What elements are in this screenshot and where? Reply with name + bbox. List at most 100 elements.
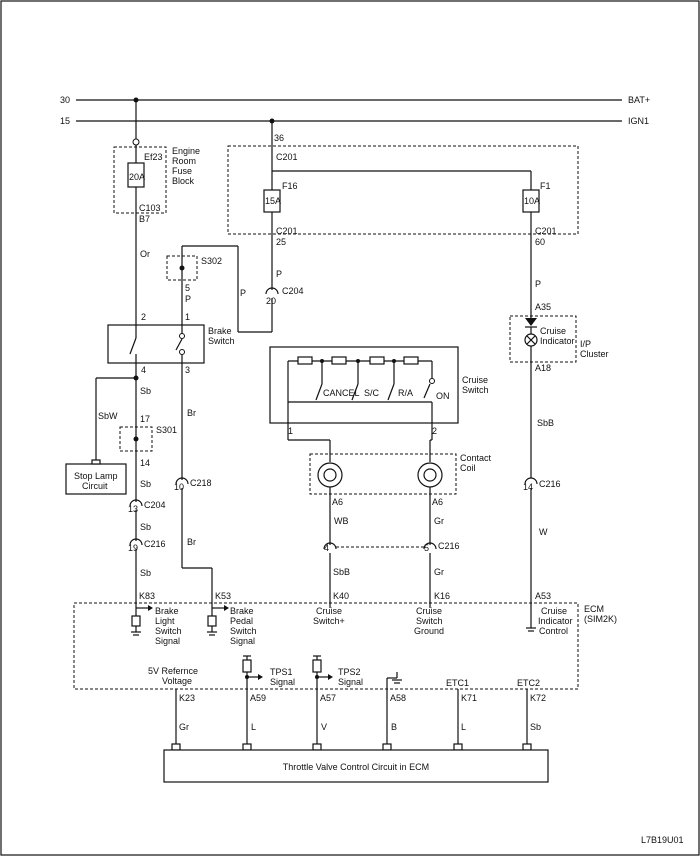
stop-lamp-label-2: Circuit xyxy=(82,481,108,491)
wire-w-label: W xyxy=(539,527,548,537)
coil-ring-inner xyxy=(323,468,337,482)
resistor xyxy=(369,356,385,365)
pin-10: 10 xyxy=(174,482,184,492)
arrow-icon xyxy=(148,605,153,611)
fuse-f16-amp: 15A xyxy=(265,196,281,206)
arrow-icon xyxy=(224,605,229,611)
wire-sbb2-label: SbB xyxy=(333,567,350,577)
k83-label: K83 xyxy=(139,591,155,601)
c216c-label: C216 xyxy=(438,541,460,551)
fuse-ef23-label: Ef23 xyxy=(144,152,163,162)
brake-pin-4: 4 xyxy=(141,365,146,375)
contact-coil-outline xyxy=(309,453,457,495)
brake-light-chain: Sb SbW 17 S301 14 Stop Lamp Circuit Sb 1… xyxy=(65,363,177,608)
k40-label: K40 xyxy=(333,591,349,601)
cruise-switch-label-2: Switch xyxy=(462,385,489,395)
engine-room-fuse-block: Ef23 20A Engine Room Fuse Block C103 B7 … xyxy=(113,100,200,325)
cruise-plus-1: Cruise xyxy=(316,606,342,616)
a58-label: A58 xyxy=(390,693,406,703)
etc2-label: ETC2 xyxy=(517,678,540,688)
wire-v-label: V xyxy=(321,722,327,732)
pin-20: 20 xyxy=(266,296,276,306)
brake-pedal-1: Brake xyxy=(230,606,254,616)
wire-p-left-label: P xyxy=(240,288,246,298)
tps1-1: TPS1 xyxy=(270,667,293,677)
c216b-label: C216 xyxy=(539,479,561,489)
fuse-block-label-2: Room xyxy=(172,156,196,166)
brake-pedal-chain: Br 10 C218 Br xyxy=(174,363,213,608)
tps2-2: Signal xyxy=(338,677,363,687)
pin-13: 13 xyxy=(128,504,138,514)
pin-14: 14 xyxy=(140,458,150,468)
fuse-block-outline xyxy=(113,146,167,214)
switch-blade xyxy=(315,383,323,401)
b7-label: B7 xyxy=(139,214,150,224)
wire-sb5-label: Sb xyxy=(530,722,541,732)
s301-label: S301 xyxy=(156,425,177,435)
connector-cup xyxy=(524,477,538,485)
s301-outline xyxy=(119,426,153,452)
ip-cluster-outline xyxy=(509,315,577,363)
terminal xyxy=(453,743,463,751)
ign-label: IGN1 xyxy=(628,116,649,126)
resistor xyxy=(331,356,347,365)
switch-contact xyxy=(179,349,185,355)
c204-connector: 20 C204 P xyxy=(182,245,304,333)
connector-cup xyxy=(129,499,143,507)
ip-cluster: A35 Cruise Indicator I/P Cluster A18 SbB… xyxy=(509,302,609,608)
c204a-label: C204 xyxy=(282,286,304,296)
ecm: ECM (SIM2K) K83 K53 K40 K16 A53 Brake Li… xyxy=(73,591,617,748)
resistor xyxy=(242,659,252,673)
k53-label: K53 xyxy=(215,591,231,601)
on-label: ON xyxy=(436,391,450,401)
wire-gr3-label: Gr xyxy=(179,722,189,732)
ecm-label-1: ECM xyxy=(584,604,604,614)
wire-or-label: Or xyxy=(140,249,150,259)
cluster-label-1: I/P xyxy=(580,339,591,349)
switch-contact xyxy=(429,378,435,384)
brake-switch-box xyxy=(107,324,205,364)
c201-right-label: C201 xyxy=(535,226,557,236)
indicator-label-1: Cruise xyxy=(540,326,566,336)
c201-left-label: C201 xyxy=(276,226,298,236)
cruise-ground-2: Switch xyxy=(416,616,443,626)
c218-label: C218 xyxy=(190,478,212,488)
a57-label: A57 xyxy=(320,693,336,703)
switch-contact xyxy=(179,333,185,339)
wire-wb-label: WB xyxy=(334,516,349,526)
junction-dot xyxy=(133,375,139,381)
pin-17: 17 xyxy=(140,414,150,424)
ip-fuse-outline xyxy=(227,145,579,235)
cruise-ground-1: Cruise xyxy=(416,606,442,616)
brake-pin-3: 3 xyxy=(185,365,190,375)
pin-14b: 14 xyxy=(523,482,533,492)
resistor xyxy=(312,659,322,673)
tps1-2: Signal xyxy=(270,677,295,687)
resistor xyxy=(403,356,419,365)
wire-l1-label: L xyxy=(251,722,256,732)
a59-label: A59 xyxy=(250,693,266,703)
brake-switch: Brake Switch 2 1 4 3 xyxy=(107,312,235,375)
fuse-f16-label: F16 xyxy=(282,181,298,191)
diode-icon xyxy=(525,318,537,326)
pin-36: 36 xyxy=(274,133,284,143)
diagram-code: L7B19U01 xyxy=(641,835,684,845)
ref5v-1: 5V Refernce xyxy=(148,666,198,676)
brake-light-1: Brake xyxy=(155,606,179,616)
cruise-pin-1: 1 xyxy=(288,426,293,436)
rail-30-label: 30 xyxy=(60,95,70,105)
wire-br2-label: Br xyxy=(187,537,196,547)
fuse-f1-amp: 10A xyxy=(524,196,540,206)
wire-sb3-label: Sb xyxy=(140,522,151,532)
connector-cup xyxy=(129,538,143,546)
cruise-plus-2: Switch+ xyxy=(313,616,345,626)
pin-60: 60 xyxy=(535,237,545,247)
a35-label: A35 xyxy=(535,302,551,312)
wire-b-label: B xyxy=(391,722,397,732)
fuse-ef23-amp: 20A xyxy=(129,172,145,182)
c103-label: C103 xyxy=(139,203,161,213)
wire-p-label: P xyxy=(185,294,191,304)
wire-l2-label: L xyxy=(461,722,466,732)
wire-gr1-label: Gr xyxy=(434,516,444,526)
